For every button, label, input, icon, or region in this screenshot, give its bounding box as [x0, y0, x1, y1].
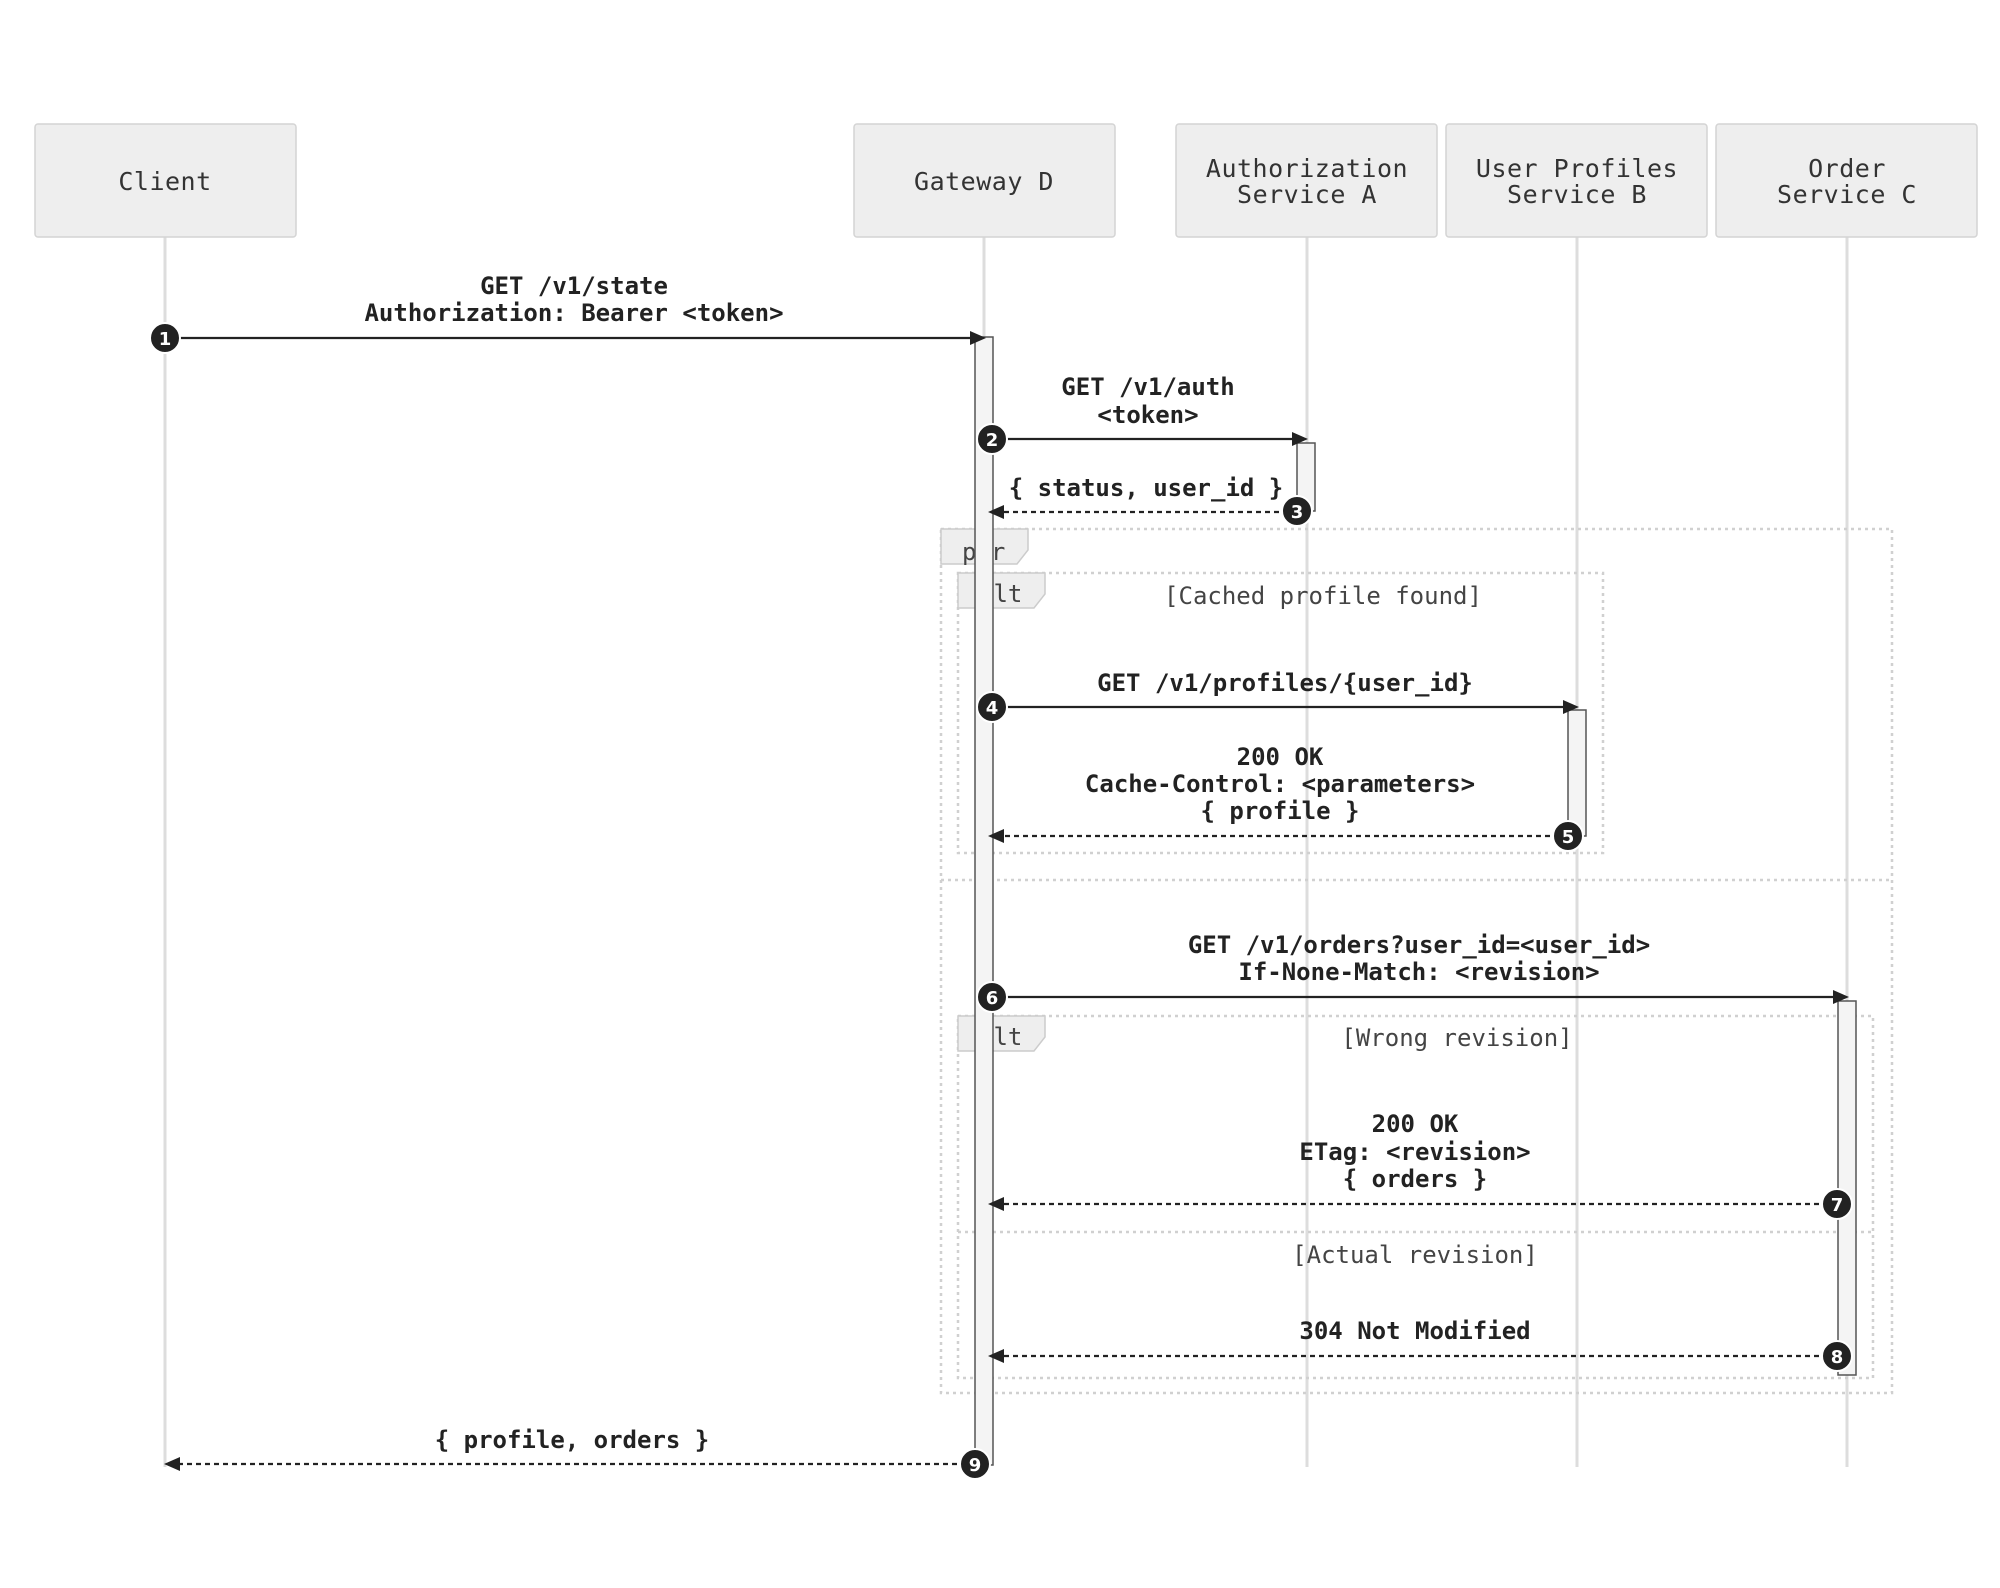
message-2-label-line1: GET /v1/auth: [1061, 373, 1234, 401]
actor-orders: Order Service C: [1715, 123, 1978, 238]
message-8-label: 304 Not Modified: [1299, 1317, 1530, 1345]
actor-gateway: Gateway D: [853, 123, 1116, 238]
actor-client: Client: [34, 123, 297, 238]
message-2: GET /v1/auth <token> 2: [976, 373, 1308, 455]
message-7-label-line1: 200 OK: [1372, 1110, 1459, 1138]
message-1-label-line2: Authorization: Bearer <token>: [364, 299, 783, 327]
actor-profiles: User Profiles Service B: [1445, 123, 1708, 238]
step-badge-3-number: 3: [1291, 502, 1304, 523]
actor-auth: Authorization Service A: [1175, 123, 1438, 238]
step-badge-2-number: 2: [986, 430, 999, 451]
message-9: { profile, orders } 9: [164, 1426, 991, 1480]
actor-auth-label-line1: Authorization: [1206, 154, 1408, 183]
step-badge-4: [976, 691, 1008, 723]
message-4-label: GET /v1/profiles/{user_id}: [1097, 669, 1473, 697]
message-7-label-line3: { orders }: [1343, 1165, 1488, 1193]
message-6-label-line1: GET /v1/orders?user_id=<user_id>: [1188, 931, 1650, 959]
activation-profiles: [1567, 709, 1587, 837]
actor-client-label: Client: [118, 167, 211, 196]
message-5-label-line2: Cache-Control: <parameters>: [1085, 770, 1475, 798]
message-4: GET /v1/profiles/{user_id} 4: [976, 669, 1579, 723]
message-2-label-line2: <token>: [1097, 401, 1198, 429]
message-5-label-line3: { profile }: [1201, 797, 1360, 825]
alt-orders-guard-2: [Actual revision]: [1292, 1241, 1538, 1269]
step-badge-5: [1552, 820, 1584, 852]
step-badge-1: [149, 322, 181, 354]
actor-profiles-label-line2: Service B: [1507, 180, 1647, 209]
step-badge-7: [1821, 1188, 1853, 1220]
step-badge-8: [1821, 1340, 1853, 1372]
step-badge-5-number: 5: [1562, 827, 1575, 848]
message-1: GET /v1/state Authorization: Bearer <tok…: [149, 272, 986, 354]
step-badge-9: [959, 1448, 991, 1480]
actor-orders-label-line1: Order: [1808, 154, 1886, 183]
message-7: 200 OK ETag: <revision> { orders } 7: [988, 1110, 1853, 1220]
message-1-label-line1: GET /v1/state: [480, 272, 668, 300]
message-6: GET /v1/orders?user_id=<user_id> If-None…: [976, 931, 1849, 1013]
message-7-label-line2: ETag: <revision>: [1299, 1138, 1530, 1166]
actor-profiles-label-line1: User Profiles: [1476, 154, 1678, 183]
message-9-label: { profile, orders }: [435, 1426, 710, 1454]
message-6-label-line2: If-None-Match: <revision>: [1238, 958, 1599, 986]
step-badge-8-number: 8: [1831, 1347, 1844, 1368]
step-badge-7-number: 7: [1831, 1195, 1844, 1216]
step-badge-6-number: 6: [986, 988, 999, 1009]
step-badge-1-number: 1: [159, 329, 172, 350]
activation-gateway: [974, 336, 994, 1466]
alt-orders-guard-1: [Wrong revision]: [1341, 1024, 1572, 1052]
actor-auth-label-line2: Service A: [1237, 180, 1377, 209]
step-badge-9-number: 9: [969, 1455, 982, 1476]
actor-orders-label-line2: Service C: [1777, 180, 1917, 209]
message-8: 304 Not Modified 8: [988, 1317, 1853, 1372]
message-5-label-line1: 200 OK: [1237, 743, 1324, 771]
step-badge-4-number: 4: [986, 698, 999, 719]
step-badge-3: [1281, 495, 1313, 527]
activation-orders: [1837, 1000, 1857, 1376]
alt-profile-guard: [Cached profile found]: [1164, 582, 1482, 610]
message-3-label: { status, user_id }: [1009, 474, 1284, 502]
message-5: 200 OK Cache-Control: <parameters> { pro…: [988, 743, 1584, 852]
step-badge-2: [976, 423, 1008, 455]
message-3: { status, user_id } 3: [988, 474, 1313, 527]
actor-gateway-label: Gateway D: [914, 167, 1054, 196]
step-badge-6: [976, 981, 1008, 1013]
